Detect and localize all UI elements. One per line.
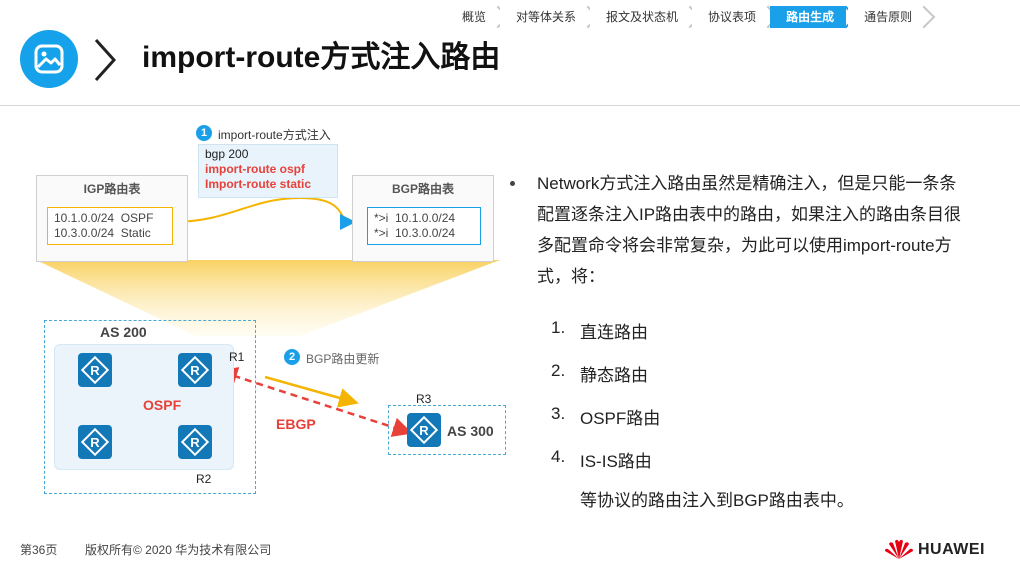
huawei-brand: HUAWEI [918,541,985,558]
config-line-import-static: Import-route static [205,177,312,191]
page-number: 第36页 [20,543,58,557]
copyright-text: 版权所有© 2020 华为技术有限公司 [85,543,272,557]
as200-boundary [44,320,256,494]
router-r2-label: R2 [196,472,212,486]
bgp-route-table: BGP路由表 *>i 10.1.0.0/24 *>i 10.3.0.0/24 [352,175,494,262]
bgp-table-title: BGP路由表 [391,182,454,196]
list-item-2-text: 静态路由 [580,366,648,385]
ebgp-link [217,367,413,437]
list-item-1-text: 直连路由 [580,323,648,342]
page-title: import-route方式注入路由 [142,41,501,74]
nav-item-route-generation[interactable]: 路由生成 [770,6,847,28]
breadcrumb-nav: 概览 对等体关系 报文及状态机 协议表项 路由生成 通告原则 [446,6,926,28]
svg-text:R: R [190,435,200,450]
summary-text: 等协议的路由注入到BGP路由表中。 [580,491,854,510]
bgp-table-entries: *>i 10.1.0.0/24 *>i 10.3.0.0/24 [367,207,481,245]
svg-text:R: R [90,435,100,450]
router-r3-icon: R [407,413,441,447]
step-2-label: BGP路由更新 [306,352,380,366]
igp-table-title: IGP路由表 [83,182,141,196]
image-icon [20,30,78,88]
svg-text:R: R [90,363,100,378]
list-item-3-text: OSPF路由 [580,409,661,428]
bullet-dot [510,181,515,186]
inject-curve [171,196,356,230]
config-line-bgp: bgp 200 [205,147,249,161]
as300-label: AS 300 [447,423,494,439]
router-r3-label: R3 [416,392,432,406]
bullet-text: Network方式注入路由虽然是精确注入，但是只能一条条配置逐条注入IP路由表中… [537,174,962,286]
chevron-right-icon [94,38,117,82]
router-r2-icon: R [178,425,212,459]
igp-route-table: IGP路由表 10.1.0.0/24 OSPF 10.3.0.0/24 Stat… [36,175,188,262]
router-icon: R [78,353,112,387]
list-item-2-number: 2. [551,361,566,380]
igp-table-entries: 10.1.0.0/24 OSPF 10.3.0.0/24 Static [47,207,173,245]
huawei-logo-icon [885,539,913,559]
ebgp-label: EBGP [276,416,316,432]
nav-item-message-state[interactable]: 报文及状态机 [590,6,691,28]
nav-item-advertise-principle[interactable]: 通告原则 [848,6,925,28]
nav-item-peer-relation[interactable]: 对等体关系 [500,6,589,28]
bgp-update-arrow [264,375,359,408]
nav-item-protocol-table[interactable]: 协议表项 [692,6,769,28]
step-1-badge: 1 [196,125,212,141]
highlight-fan [36,260,500,336]
as300-boundary [388,405,506,455]
step-2-badge: 2 [284,349,300,365]
list-item-4-text: IS-IS路由 [580,452,652,471]
list-item-3-number: 3. [551,404,566,423]
header-divider [0,105,1020,106]
ospf-label: OSPF [143,397,182,413]
svg-text:R: R [419,423,429,438]
as200-label: AS 200 [100,324,147,340]
step-1-label: import-route方式注入 [218,128,331,142]
router-r1-icon: R [178,353,212,387]
list-item-4-number: 4. [551,447,566,466]
svg-text:R: R [190,363,200,378]
nav-item-overview[interactable]: 概览 [446,6,499,28]
list-item-1-number: 1. [551,318,566,337]
router-r1-label: R1 [229,350,245,364]
router-icon: R [78,425,112,459]
config-box: bgp 200 import-route ospf Import-route s… [198,144,338,198]
config-line-import-ospf: import-route ospf [205,162,305,176]
